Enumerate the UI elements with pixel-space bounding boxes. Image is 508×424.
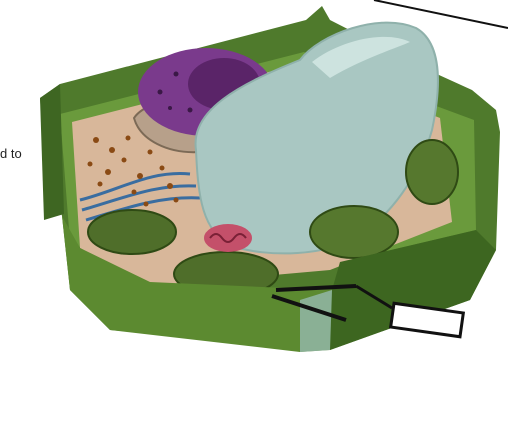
chloroplast-right bbox=[310, 206, 398, 258]
chloroplast-far-right bbox=[406, 140, 458, 204]
chloroplast-left bbox=[88, 210, 176, 254]
mitochondrion bbox=[204, 224, 252, 252]
cut-membrane-section bbox=[300, 290, 332, 352]
empty-label-box bbox=[391, 303, 464, 337]
cell-wall-left-flap bbox=[40, 84, 64, 220]
